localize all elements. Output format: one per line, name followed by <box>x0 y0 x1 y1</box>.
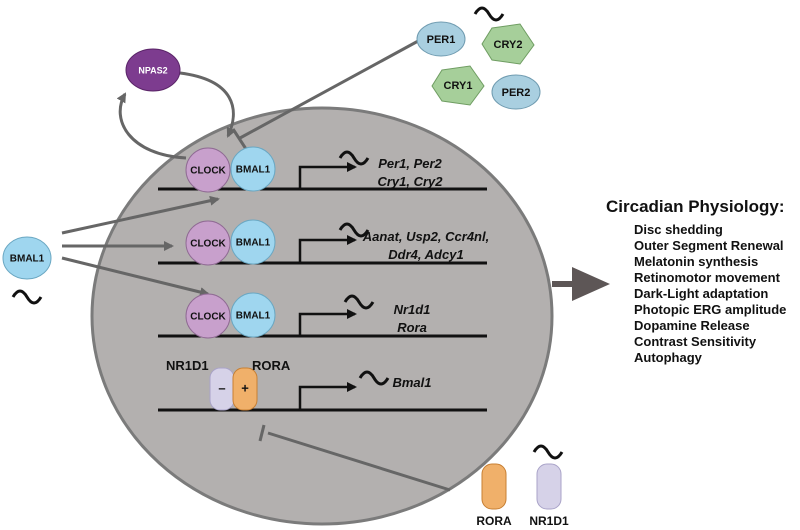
inhibition-bar-icon <box>258 424 451 492</box>
target-gene-label: Cry1, Cry2 <box>377 174 443 189</box>
target-gene-label: Per1, Per2 <box>378 156 442 171</box>
bmal1-external-protein: BMAL1 <box>2 236 52 280</box>
bmal1-label: BMAL1 <box>236 165 271 176</box>
bmal1-protein: BMAL1 <box>230 219 276 265</box>
physiology-item: Melatonin synthesis <box>634 254 758 269</box>
physiology-item: Outer Segment Renewal <box>634 238 784 253</box>
physiology-item: Dopamine Release <box>634 318 750 333</box>
cry2-label: CRY2 <box>494 39 523 51</box>
nucleus <box>90 106 554 526</box>
nr1d1-legend-label: NR1D1 <box>529 514 569 528</box>
cry1-label: CRY1 <box>444 80 473 92</box>
npas2-label: NPAS2 <box>138 65 167 75</box>
cry2-protein: CRY2 <box>481 23 535 65</box>
target-gene-label: Rora <box>397 320 427 335</box>
physiology-item: Retinomotor movement <box>634 270 781 285</box>
clock-protein: CLOCK <box>185 147 231 193</box>
physiology-title: Circadian Physiology: <box>606 197 785 216</box>
bmal1-label: BMAL1 <box>236 238 271 249</box>
minus-sign: – <box>218 380 225 395</box>
transcription-arrow-icon <box>298 382 357 410</box>
mrna-squiggle-icon <box>473 6 505 22</box>
mrna-squiggle-icon <box>338 222 370 238</box>
nr1d1-protein <box>536 463 562 510</box>
target-gene-label: Nr1d1 <box>394 302 431 317</box>
target-gene-label: Ddr4, Adcy1 <box>388 247 463 262</box>
clock-label: CLOCK <box>190 239 226 250</box>
rora-bound: + <box>232 367 258 411</box>
per2-protein: PER2 <box>491 74 541 110</box>
clock-protein: CLOCK <box>185 220 231 266</box>
physiology-item: Photopic ERG amplitude <box>634 302 786 317</box>
nr1d1-label: NR1D1 <box>166 358 209 373</box>
physiology-item: Autophagy <box>634 350 703 365</box>
target-gene-label: Bmal1 <box>392 375 431 390</box>
mrna-squiggle-icon <box>343 294 375 310</box>
mrna-squiggle-icon <box>338 150 370 166</box>
output-arrow <box>552 267 610 301</box>
npas2-protein: NPAS2 <box>125 48 181 92</box>
bmal1-protein: BMAL1 <box>230 292 276 338</box>
target-gene-label: Aanat, Usp2, Ccr4nl, <box>362 229 489 244</box>
cry1-protein: CRY1 <box>431 65 485 106</box>
rora-protein <box>481 463 507 510</box>
transcription-arrow-icon <box>298 235 357 263</box>
bmal1-protein: BMAL1 <box>230 146 276 192</box>
per1-label: PER1 <box>427 34 456 46</box>
plus-sign: + <box>241 380 249 395</box>
per1-protein: PER1 <box>416 21 466 57</box>
per2-label: PER2 <box>502 87 531 99</box>
bmal1-label: BMAL1 <box>236 311 271 322</box>
clock-label: CLOCK <box>190 312 226 323</box>
clock-to-npas2-arrow <box>116 92 187 160</box>
transcription-arrow-icon <box>298 162 357 189</box>
physiology-item: Disc shedding <box>634 222 723 237</box>
clock-protein: CLOCK <box>185 293 231 339</box>
transcription-arrow-icon <box>298 309 357 336</box>
inhibition-bar-icon <box>231 38 421 150</box>
mrna-squiggle-icon <box>532 444 564 460</box>
mrna-squiggle-icon <box>358 370 390 386</box>
npas2-to-clock-arrow <box>179 71 236 138</box>
rora-legend-label: RORA <box>476 514 512 528</box>
mrna-squiggle-icon <box>11 289 43 305</box>
rora-label: RORA <box>252 358 291 373</box>
physiology-item: Dark-Light adaptation <box>634 286 768 301</box>
bmal1-import-arrow <box>61 256 210 297</box>
bmal1-external-label: BMAL1 <box>10 254 45 265</box>
physiology-item: Contrast Sensitivity <box>634 334 757 349</box>
bmal1-import-arrow <box>61 195 220 235</box>
nr1d1-bound: – <box>209 367 235 411</box>
clock-label: CLOCK <box>190 166 226 177</box>
